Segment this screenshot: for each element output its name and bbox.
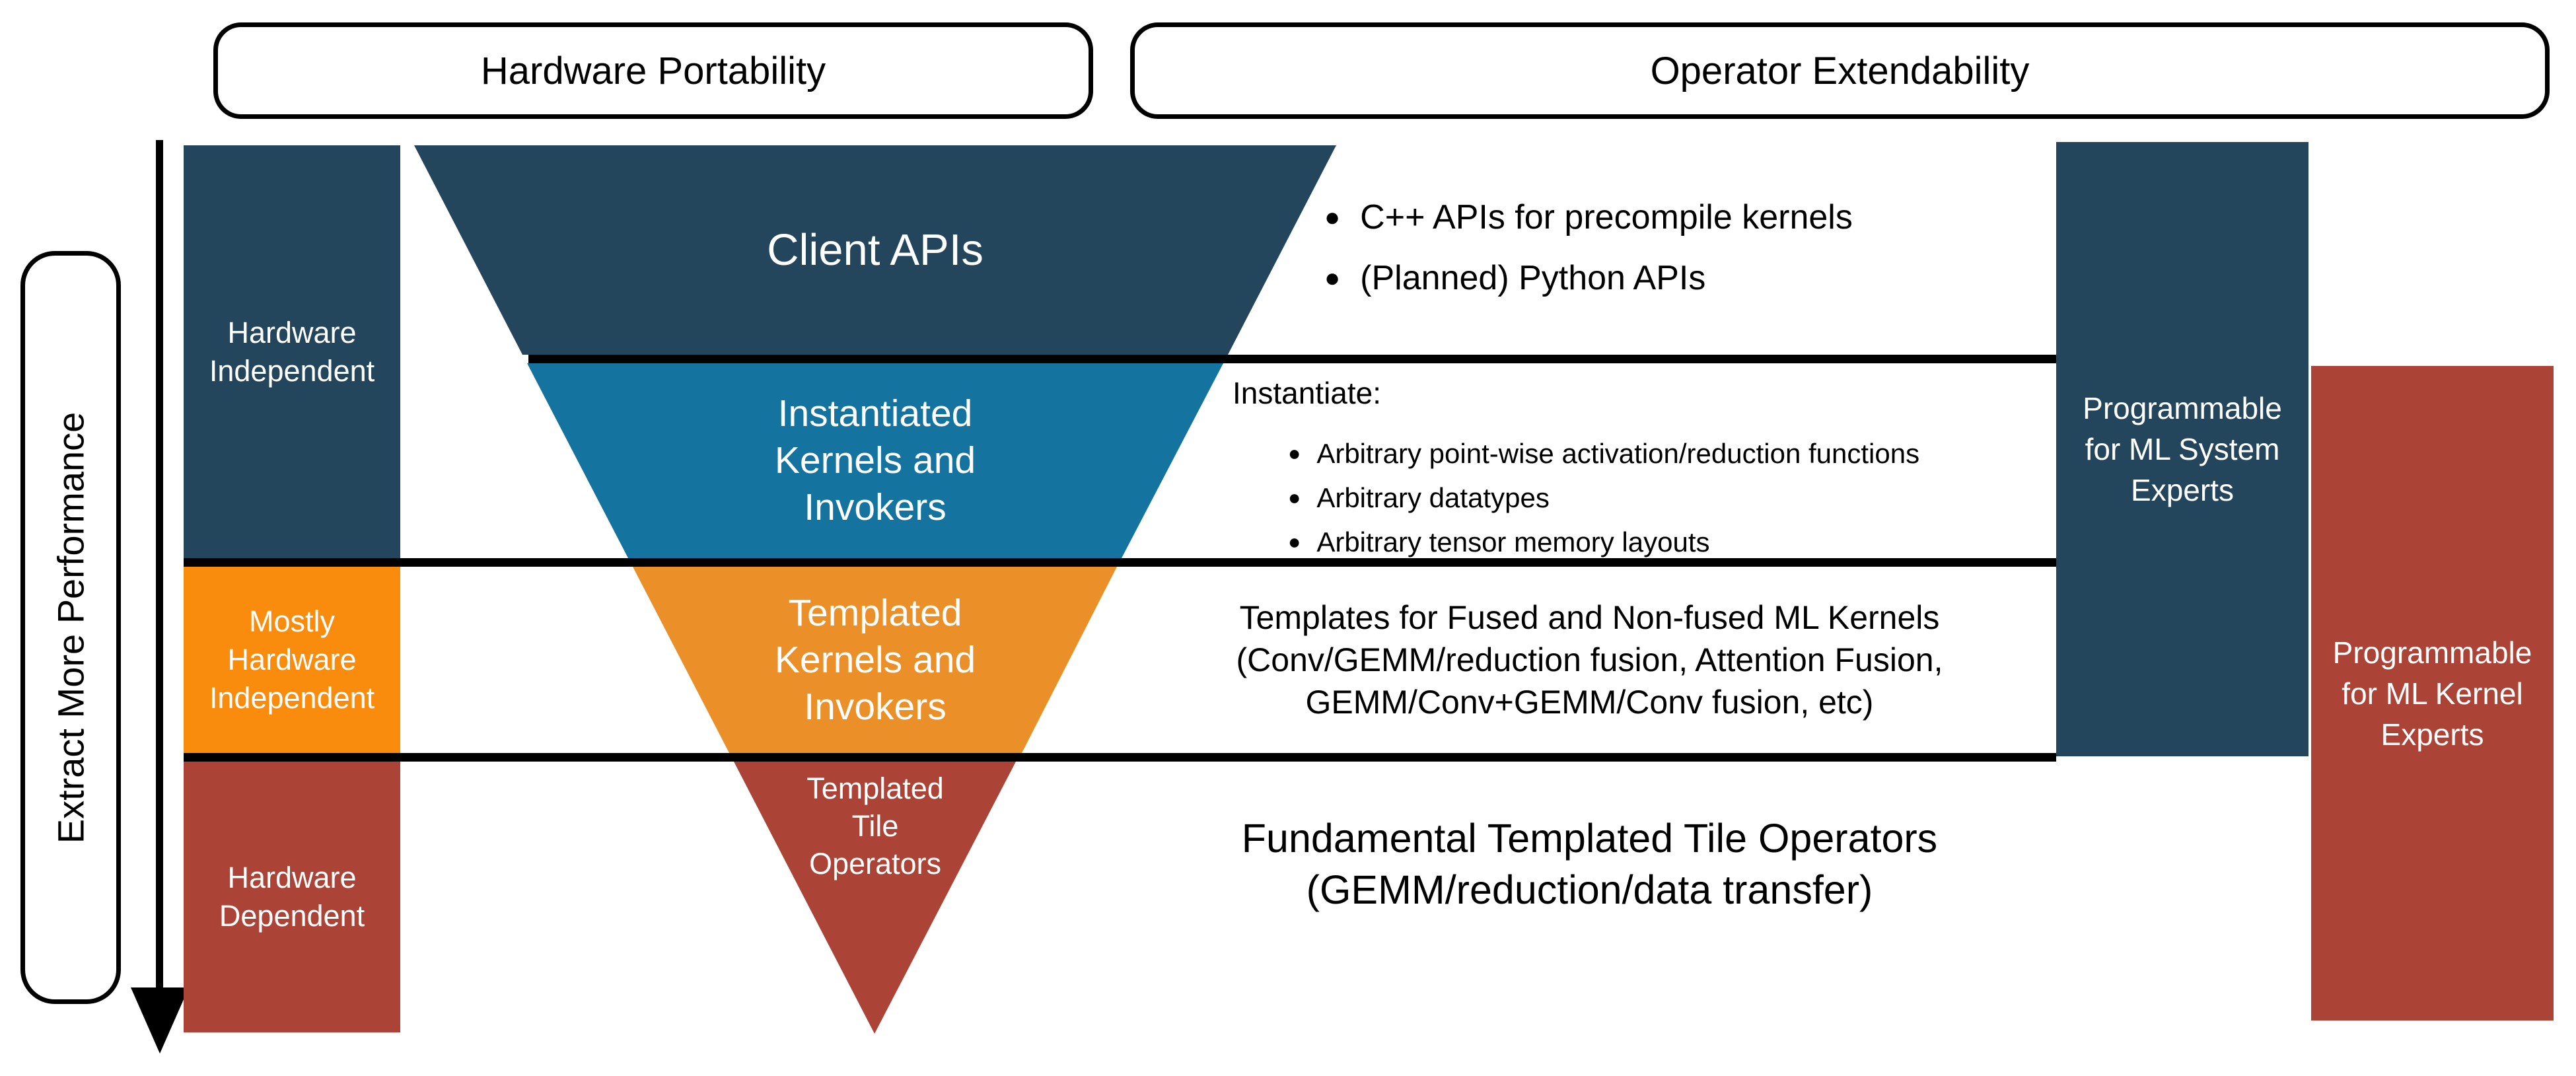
list-item-text: C++ APIs for precompile kernels [1360, 198, 1853, 236]
performance-arrow-shaft [156, 140, 163, 992]
operator-extendability-box: Operator Extendability [1130, 22, 2550, 119]
templated-kernels-note-text: Templates for Fused and Non-fused ML Ker… [1236, 599, 1943, 721]
extract-more-performance-label: Extract More Performance [50, 412, 92, 843]
pyramid-instantiated-kernels-label: Instantiated Kernels and Invokers [774, 392, 976, 528]
list-item: ● Arbitrary tensor memory layouts [1288, 520, 2081, 564]
operator-extendability-label: Operator Extendability [1650, 49, 2030, 92]
separator-line-1 [528, 355, 2056, 363]
separator-line-3 [184, 753, 2056, 762]
programmable-ml-kernel-experts-box: Programmable for ML Kernel Experts [2311, 366, 2554, 1021]
band-hardware-independent: Hardware Independent [184, 145, 400, 558]
band-mostly-hardware-independent-label: Mostly Hardware Independent [209, 604, 375, 715]
list-item-text: Arbitrary point-wise activation/reductio… [1316, 438, 1920, 469]
pyramid-layer-client-apis: Client APIs [414, 145, 1336, 355]
pyramid-templated-kernels-label: Templated Kernels and Invokers [774, 591, 976, 728]
list-item: ● C++ APIs for precompile kernels [1324, 187, 2051, 248]
instantiate-bullet-list: ● Arbitrary point-wise activation/reduct… [1288, 431, 2081, 564]
bullet-icon: ● [1288, 485, 1301, 509]
client-apis-bullet-list: ● C++ APIs for precompile kernels ● (Pla… [1324, 187, 2051, 308]
band-hardware-independent-label: Hardware Independent [209, 315, 375, 388]
bullet-icon: ● [1288, 441, 1301, 465]
bullet-icon: ● [1288, 530, 1301, 554]
band-mostly-hardware-independent: Mostly Hardware Independent [184, 567, 400, 753]
list-item: ● (Planned) Python APIs [1324, 248, 2051, 308]
list-item: ● Arbitrary datatypes [1288, 476, 2081, 520]
list-item-text: Arbitrary tensor memory layouts [1316, 526, 1710, 557]
tile-operators-note-text: Fundamental Templated Tile Operators (GE… [1241, 816, 1938, 912]
list-item-text: Arbitrary datatypes [1316, 482, 1550, 513]
band-hardware-dependent: Hardware Dependent [184, 762, 400, 1032]
pyramid-client-apis-label: Client APIs [767, 225, 984, 275]
pyramid-layer-templated-kernels: Templated Kernels and Invokers [633, 567, 1117, 753]
separator-line-2 [184, 558, 2056, 567]
instantiate-heading: Instantiate: [1233, 376, 1382, 410]
performance-arrow-head-icon [131, 987, 189, 1054]
extract-more-performance-box: Extract More Performance [20, 251, 121, 1004]
bullet-icon: ● [1324, 264, 1341, 293]
band-hardware-dependent-label: Hardware Dependent [219, 861, 365, 933]
programmable-ml-system-experts-box: Programmable for ML System Experts [2056, 142, 2308, 756]
hardware-portability-label: Hardware Portability [480, 49, 826, 92]
tile-operators-note: Fundamental Templated Tile Operators (GE… [1123, 762, 2056, 966]
list-item: ● Arbitrary point-wise activation/reduct… [1288, 431, 2081, 476]
programmable-ml-kernel-experts-label: Programmable for ML Kernel Experts [2332, 635, 2532, 752]
list-item-text: (Planned) Python APIs [1360, 259, 1706, 297]
pyramid-layer-instantiated-kernels: Instantiated Kernels and Invokers [527, 363, 1223, 558]
bullet-icon: ● [1324, 203, 1341, 232]
programmable-ml-system-experts-label: Programmable for ML System Experts [2083, 391, 2282, 507]
hardware-portability-box: Hardware Portability [213, 22, 1093, 119]
pyramid-templated-tile-operators-label: Templated Tile Operators [806, 771, 944, 880]
templated-kernels-note: Templates for Fused and Non-fused ML Ker… [1123, 567, 2056, 753]
